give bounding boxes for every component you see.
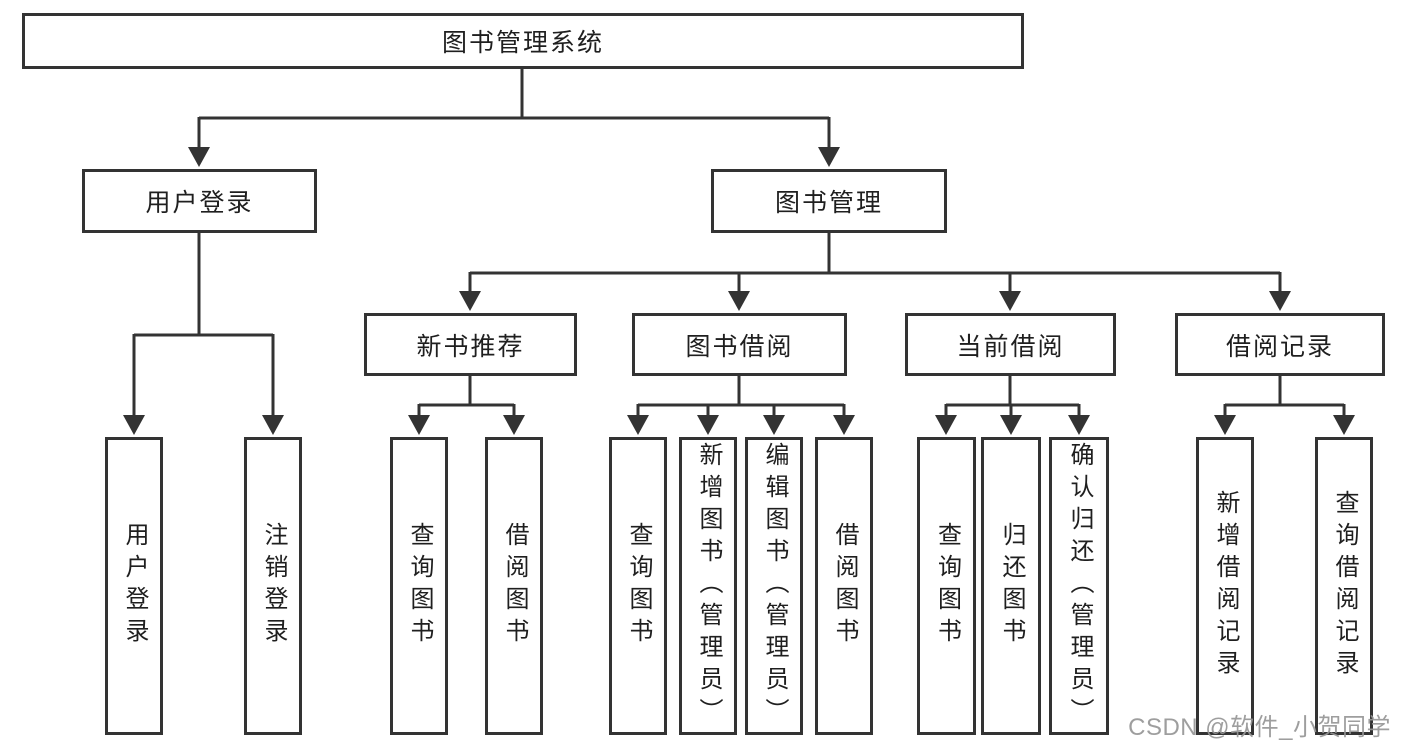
node-label: 图书管理系统 xyxy=(441,29,604,57)
node-label: 图书借阅 xyxy=(685,332,794,361)
node-label: 借阅记录 xyxy=(1225,332,1334,361)
node-label: 用户登录 xyxy=(145,189,254,217)
leaf-label: 用户登录 xyxy=(121,522,148,650)
leaf-query-books-current: 查询图书 xyxy=(917,437,976,735)
leaf-label: 确认归还（管理员） xyxy=(1066,442,1093,730)
leaf-query-books-borrowing: 查询图书 xyxy=(609,437,667,735)
leaf-label: 新增图书（管理员） xyxy=(695,442,722,730)
leaf-user-login: 用户登录 xyxy=(105,437,163,735)
leaf-label: 查询借阅记录 xyxy=(1331,490,1358,682)
leaf-label: 借阅图书 xyxy=(831,522,858,650)
node-new-book-recommendation: 新书推荐 xyxy=(364,313,577,376)
leaf-confirm-return-admin: 确认归还（管理员） xyxy=(1049,437,1109,735)
leaf-borrow-books-recommend: 借阅图书 xyxy=(485,437,543,735)
node-book-borrowing: 图书借阅 xyxy=(632,313,847,376)
node-library-management-system: 图书管理系统 xyxy=(22,13,1024,69)
node-label: 图书管理 xyxy=(774,189,883,217)
leaf-label: 查询图书 xyxy=(406,522,433,650)
node-borrowing-records: 借阅记录 xyxy=(1175,313,1385,376)
node-current-borrowing: 当前借阅 xyxy=(905,313,1116,376)
leaf-return-books: 归还图书 xyxy=(981,437,1041,735)
leaf-label: 借阅图书 xyxy=(501,522,528,650)
leaf-borrow-books-borrowing: 借阅图书 xyxy=(815,437,873,735)
leaf-label: 查询图书 xyxy=(933,522,961,650)
leaf-add-books-admin: 新增图书（管理员） xyxy=(679,437,737,735)
watermark: CSDN @软件_小贺同学 xyxy=(1128,714,1391,741)
leaf-label: 编辑图书（管理员） xyxy=(761,442,788,730)
node-label: 新书推荐 xyxy=(416,332,525,361)
leaf-add-borrow-record: 新增借阅记录 xyxy=(1196,437,1254,735)
leaf-edit-books-admin: 编辑图书（管理员） xyxy=(745,437,803,735)
node-user-login: 用户登录 xyxy=(82,169,317,233)
leaf-label: 查询图书 xyxy=(625,522,652,650)
node-label: 当前借阅 xyxy=(956,332,1065,361)
leaf-query-books-recommend: 查询图书 xyxy=(390,437,448,735)
leaf-label: 归还图书 xyxy=(998,522,1025,650)
leaf-logout: 注销登录 xyxy=(244,437,302,735)
leaf-label: 新增借阅记录 xyxy=(1212,490,1239,682)
leaf-query-borrow-record: 查询借阅记录 xyxy=(1315,437,1373,735)
leaf-label: 注销登录 xyxy=(260,522,287,650)
node-book-management: 图书管理 xyxy=(711,169,947,233)
